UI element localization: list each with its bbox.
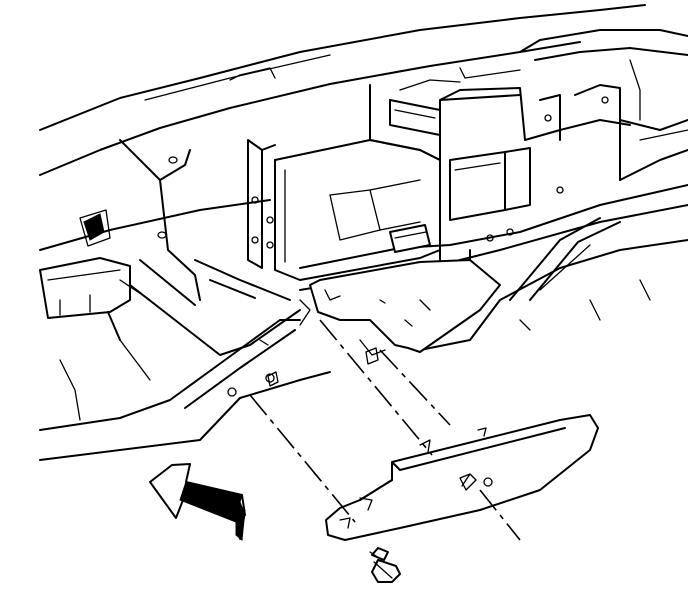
instrument-panel-carrier <box>39 4 688 461</box>
mounting-screw <box>369 547 401 583</box>
direction-arrow <box>149 463 246 541</box>
upper-bracket <box>299 259 501 356</box>
knee-bolster-trim-panel <box>325 414 599 541</box>
retainer-clip <box>267 347 379 387</box>
alignment-lines <box>249 319 521 541</box>
